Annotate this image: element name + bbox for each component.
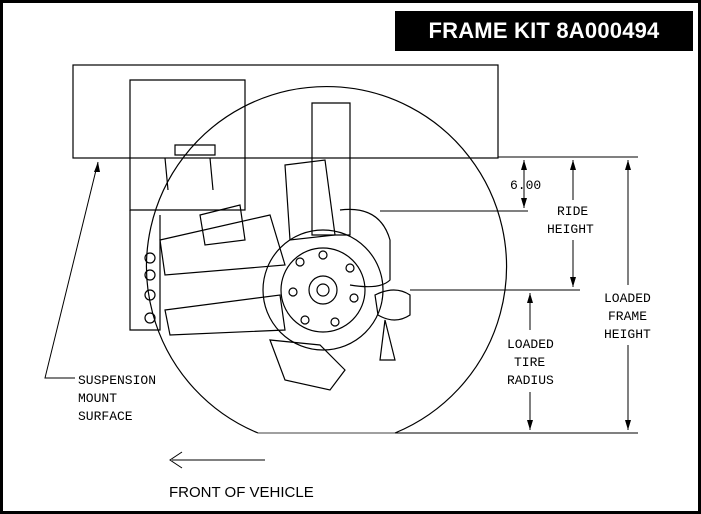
frame-rail [72,64,499,159]
loaded-frame-height-label: LOADED FRAME HEIGHT [604,291,651,342]
tire-outline [145,86,508,434]
svg-text:LOADED: LOADED [507,337,554,352]
dimension-value: 6.00 [510,178,541,193]
page-title: FRAME KIT 8A000494 [428,18,660,43]
dimension-arrowheads [94,160,631,430]
svg-text:HEIGHT: HEIGHT [604,327,651,342]
coil-spring [284,102,391,288]
wheel-hub [262,229,384,351]
front-of-vehicle-label: FRONT OF VEHICLE [169,484,314,501]
dimension-lines [44,156,638,461]
svg-text:FRAME: FRAME [608,309,647,324]
ride-height-label: RIDE HEIGHT [547,204,594,237]
svg-text:RIDE: RIDE [557,204,588,219]
front-arrow-icon [169,451,183,469]
svg-text:HEIGHT: HEIGHT [547,222,594,237]
title-box: FRAME KIT 8A000494 [395,11,693,51]
svg-text:RADIUS: RADIUS [507,373,554,388]
steering-knuckle [269,289,411,391]
svg-text:SUSPENSION: SUSPENSION [78,373,156,388]
suspension-mount-surface-label: SUSPENSION MOUNT SURFACE [78,373,156,424]
svg-text:LOADED: LOADED [604,291,651,306]
svg-text:SURFACE: SURFACE [78,409,133,424]
mount-bracket [129,79,246,331]
svg-text:TIRE: TIRE [514,355,545,370]
loaded-tire-radius-label: LOADED TIRE RADIUS [507,337,554,388]
svg-text:MOUNT: MOUNT [78,391,117,406]
control-arms [159,204,286,336]
